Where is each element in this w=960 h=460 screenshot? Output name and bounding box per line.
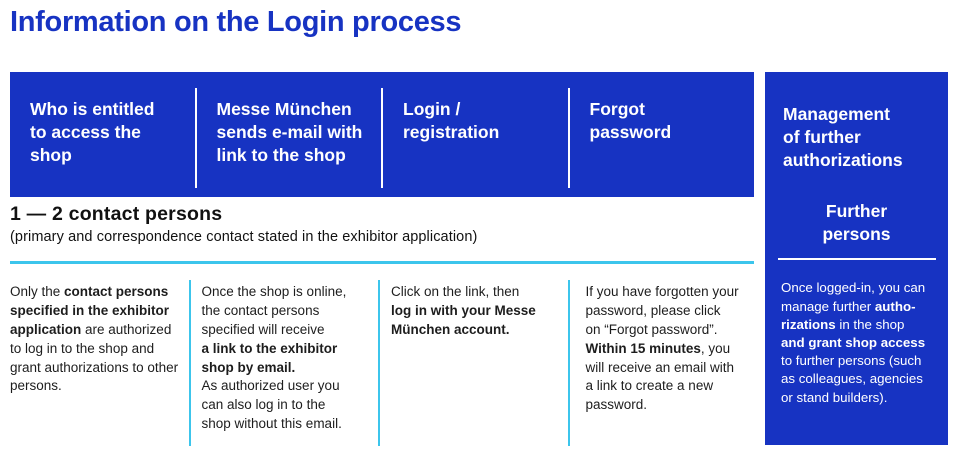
header-cell-login-registration: Login / registration	[403, 99, 500, 143]
side-panel-authorizations: Management of further authorizations Fur…	[765, 72, 948, 445]
contact-persons-block: 1 — 2 contact persons (primary and corre…	[10, 203, 754, 245]
step-text-who-is-entitled: Only the contact persons specified in th…	[10, 284, 179, 394]
side-panel-subheading: Further persons	[822, 201, 891, 245]
process-steps-row: Only the contact persons specified in th…	[10, 280, 754, 446]
page-title: Information on the Login process	[10, 6, 462, 38]
header-cell-forgot-password: Forgot password	[589, 99, 672, 143]
step-text-forgot-password: If you have forgotten your password, ple…	[585, 284, 739, 413]
header-divider	[567, 88, 570, 188]
step-divider	[378, 280, 380, 446]
header-cell-who-is-entitled: Who is entitled to access the shop	[30, 99, 155, 166]
step-text-login-registration: Click on the link, then log in with your…	[391, 284, 536, 337]
step-divider	[188, 280, 191, 446]
header-divider	[194, 88, 197, 188]
header-divider	[381, 88, 383, 188]
contact-persons-note: (primary and correspondence contact stat…	[10, 229, 478, 245]
side-panel-text: Once logged-in, you can manage further a…	[781, 280, 926, 405]
contact-persons-heading: 1 — 2 contact persons	[10, 203, 223, 225]
header-cell-email-link: Messe München sends e-mail with link to …	[216, 99, 363, 166]
side-panel-rule	[778, 258, 936, 261]
step-divider	[567, 280, 570, 446]
step-text-email-link: Once the shop is online, the contact per…	[201, 284, 347, 432]
side-panel-heading: Management of further authorizations	[783, 104, 903, 171]
horizontal-rule	[10, 261, 754, 264]
process-header-bar: Who is entitled to access the shop Messe…	[10, 72, 754, 197]
